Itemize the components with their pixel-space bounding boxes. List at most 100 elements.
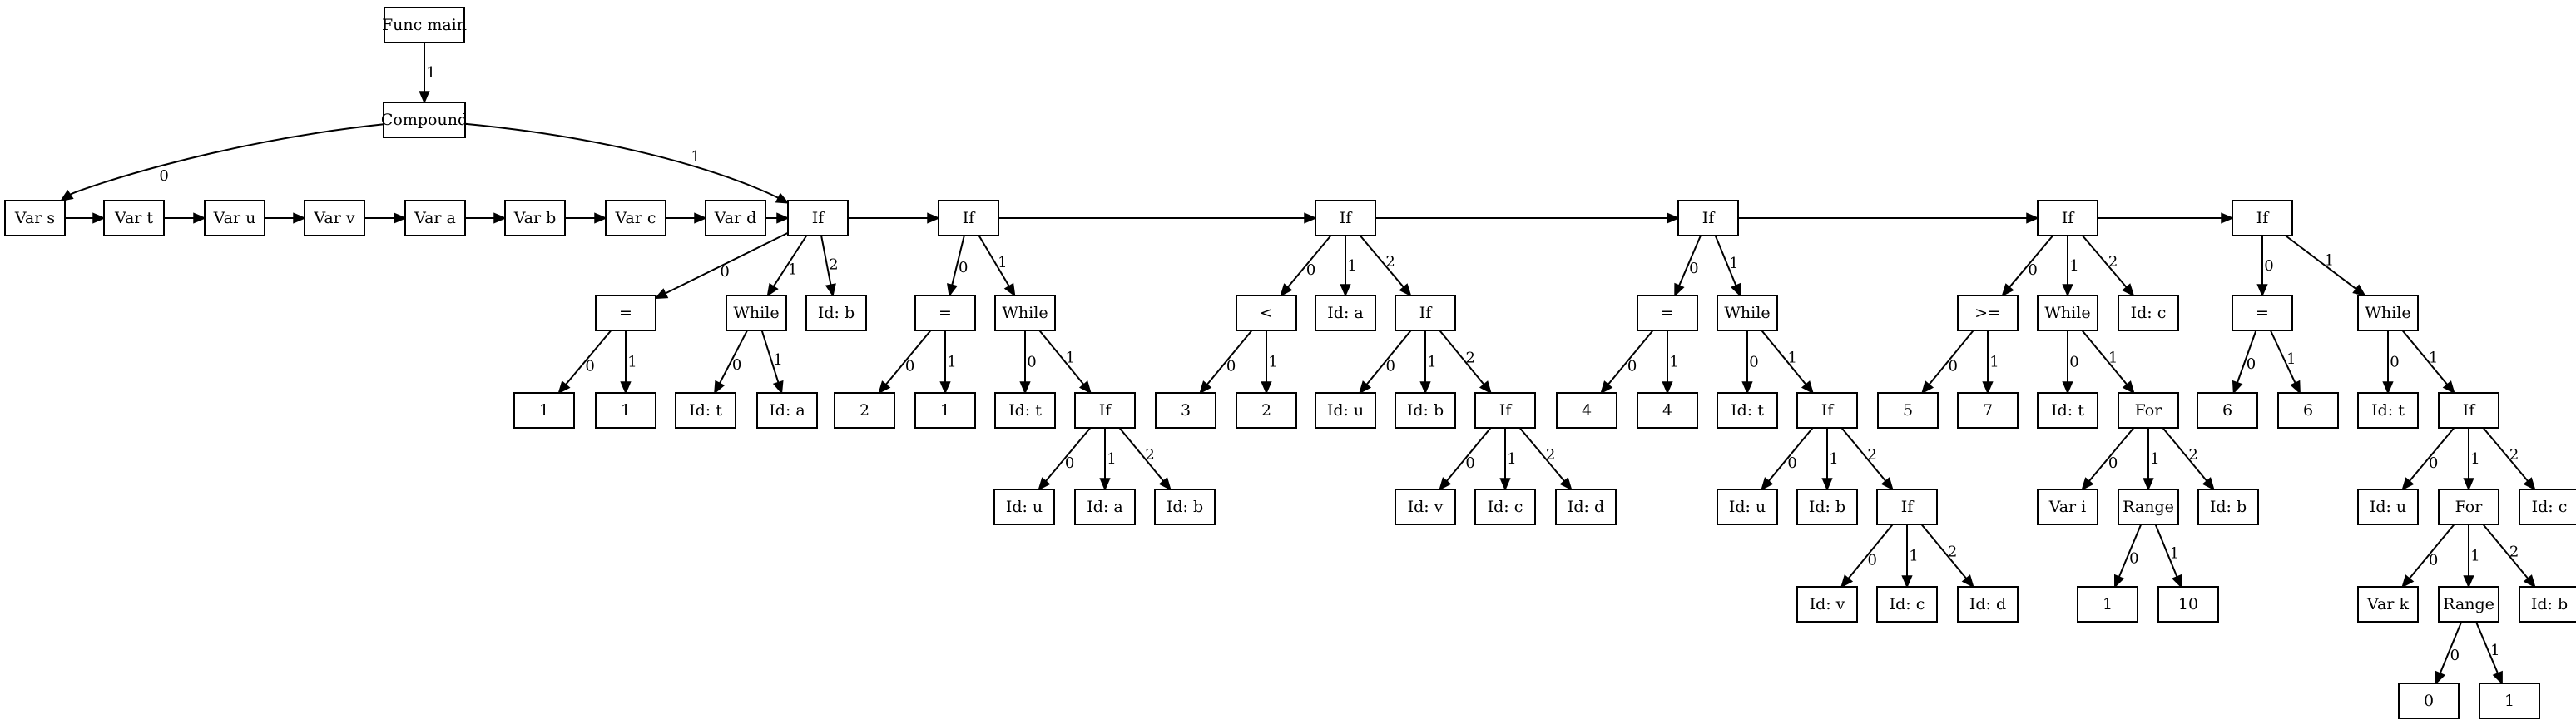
edge-line xyxy=(2162,427,2208,482)
edge-line xyxy=(2482,524,2529,579)
edge-arrowhead xyxy=(1961,574,1974,588)
edge-label: 1 xyxy=(2150,450,2159,468)
node-if1: If xyxy=(787,200,849,236)
edge-rg5-to-n5c: 0 xyxy=(2113,524,2143,588)
edge-if6-to-eq6: 0 xyxy=(2256,236,2274,297)
edge-label: 1 xyxy=(1507,450,1516,468)
edge-label: 0 xyxy=(732,356,741,374)
edge-line xyxy=(1847,524,1894,579)
node-label: Id: d xyxy=(1969,595,2006,613)
edge-label: 1 xyxy=(1268,354,1277,371)
edge-label: 2 xyxy=(1867,446,1876,464)
edge-for5-to-vi5: 0 xyxy=(2081,427,2135,491)
edge-line xyxy=(2269,330,2296,384)
edge-wh5-to-id5t: 0 xyxy=(2062,330,2079,395)
node-n3b: 2 xyxy=(1236,392,1297,429)
node-label: Func main xyxy=(382,16,467,34)
edge-line xyxy=(2118,524,2143,578)
node-id4v: Id: v xyxy=(1796,586,1858,623)
edge-arrowhead xyxy=(1019,381,1031,395)
node-label: Id: a xyxy=(1327,304,1363,322)
edge-wh4-to-id4t: 0 xyxy=(1741,330,1759,395)
edge-vb-to-vc xyxy=(565,212,607,224)
node-box xyxy=(1074,489,1136,525)
edge-label: 1 xyxy=(773,351,782,369)
edge-arrowhead xyxy=(1280,283,1293,297)
edge-wh1-to-id1t: 0 xyxy=(714,330,748,395)
edge-line xyxy=(2088,427,2135,482)
edge-label: 2 xyxy=(829,256,838,273)
node-box xyxy=(705,200,766,236)
edge-arrowhead xyxy=(2232,380,2243,395)
edge-arrowhead xyxy=(766,282,779,297)
node-box xyxy=(787,200,849,236)
node-wh5: While xyxy=(2037,295,2098,331)
edge-arrowhead xyxy=(1880,477,1894,491)
node-label: Id: c xyxy=(1890,595,1925,613)
node-label: Compound xyxy=(381,111,468,129)
node-box xyxy=(1957,392,2019,429)
node-label: Id: u xyxy=(1006,498,1043,516)
edge-rg5-to-n5d: 1 xyxy=(2154,524,2182,588)
edge-line xyxy=(1920,524,1968,579)
edge-label: 0 xyxy=(2429,454,2438,472)
node-label: = xyxy=(2256,304,2269,322)
node-box xyxy=(1315,295,1376,331)
node-if3c: If xyxy=(1474,392,1536,429)
node-n5c: 1 xyxy=(2077,586,2138,623)
edge-arrowhead xyxy=(594,212,607,224)
node-box xyxy=(2519,586,2576,623)
node-box xyxy=(2398,683,2460,719)
node-rg5: Range xyxy=(2118,489,2179,525)
node-id4c: Id: c xyxy=(1876,586,1938,623)
edge-label: 0 xyxy=(959,259,968,276)
node-rg6: Range xyxy=(2438,586,2499,623)
edge-line xyxy=(772,235,808,287)
edge-arrowhead xyxy=(1199,380,1212,395)
edge-line xyxy=(1287,235,1332,288)
node-label: While xyxy=(1724,304,1770,322)
edge-arrowhead xyxy=(2435,670,2446,685)
edge-line xyxy=(2474,621,2499,674)
node-box xyxy=(834,392,895,429)
edge-label: 0 xyxy=(720,263,729,281)
node-id6c: Id: c xyxy=(2519,489,2576,525)
edge-label: 1 xyxy=(998,254,1007,271)
edge-label: 1 xyxy=(1347,257,1356,275)
edge-arrowhead xyxy=(557,380,571,395)
node-lt3: < xyxy=(1236,295,1297,331)
edge-arrowhead xyxy=(1921,380,1934,395)
edge-if3b-to-id3b: 1 xyxy=(1419,330,1437,395)
node-wh4: While xyxy=(1717,295,1778,331)
node-box xyxy=(1717,392,1778,429)
edge-line xyxy=(2409,427,2455,482)
node-id5b: Id: b xyxy=(2197,489,2259,525)
edge-label: 1 xyxy=(2286,350,2296,368)
node-label: Id: b xyxy=(1809,498,1845,516)
edge-label: 0 xyxy=(1627,358,1637,375)
node-n1b: 1 xyxy=(595,392,656,429)
edge-label: 1 xyxy=(2325,252,2334,270)
node-label: < xyxy=(1260,304,1273,322)
edge-label: 0 xyxy=(1787,454,1796,472)
node-n4b: 4 xyxy=(1637,392,1698,429)
edge-line xyxy=(2482,427,2529,482)
node-id2b: Id: b xyxy=(1154,489,1216,525)
edge-arrowhead xyxy=(419,91,430,104)
edge-if1-to-if2 xyxy=(848,212,940,224)
edge-vu-to-vv xyxy=(265,212,306,224)
node-label: >= xyxy=(1974,304,2001,322)
node-label: Var i xyxy=(2048,498,2087,516)
edge-if4b-to-if4c: 2 xyxy=(1840,427,1894,491)
edge-arrowhead xyxy=(2382,381,2394,395)
node-box xyxy=(1957,586,2019,623)
edge-eq2-to-n2b: 1 xyxy=(939,330,957,395)
edge-if4b-to-id4b: 1 xyxy=(1821,428,1839,491)
edge-arrowhead xyxy=(1821,478,1833,491)
edge-arrowhead xyxy=(2221,212,2234,224)
edge-arrowhead xyxy=(825,283,836,297)
edge-for6-to-id6b: 2 xyxy=(2482,524,2536,588)
node-label: For xyxy=(2135,401,2163,420)
edge-wh2-to-id2t: 0 xyxy=(1019,330,1037,395)
